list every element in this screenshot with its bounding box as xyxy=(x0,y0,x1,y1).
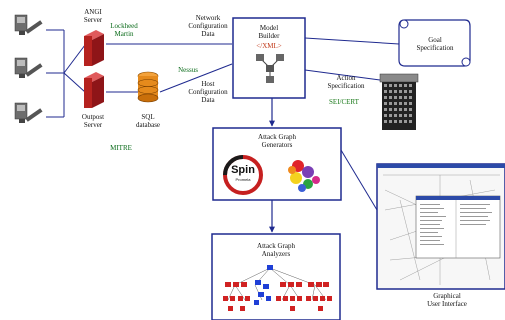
scroll-icon xyxy=(398,19,471,67)
network-config-label: Network Configuration Data xyxy=(188,14,228,38)
computer-icon xyxy=(14,57,43,78)
attack-graph-generator-label: Attack Graph Generators xyxy=(258,133,296,149)
host-config-line xyxy=(159,63,233,93)
sql-database-label: SQL database xyxy=(135,113,161,129)
server-icon xyxy=(84,72,104,108)
gui-screenshot-icon xyxy=(376,163,505,290)
sei-cert-label: SEI/CERT xyxy=(329,98,359,106)
database-icon xyxy=(137,71,159,103)
server-icon xyxy=(84,30,104,66)
model-builder-network-icon xyxy=(256,54,284,83)
mitre-label: MITRE xyxy=(110,144,132,152)
computer-icon xyxy=(14,102,43,123)
goal-spec-line xyxy=(304,37,400,45)
workstation-connectors xyxy=(46,29,86,118)
action-spec-label: Action Specification xyxy=(327,74,365,90)
model-builder-box xyxy=(232,17,306,99)
action-spec-line xyxy=(304,69,381,81)
attack-graph-tree-icon xyxy=(223,265,332,311)
gui-label: Graphical User Interface xyxy=(427,292,467,308)
analyzer-box xyxy=(211,233,341,320)
xml-tag-label: </XML> xyxy=(256,42,282,50)
computer-icon xyxy=(14,14,43,35)
model-builder-label: Model Builder xyxy=(258,24,280,40)
colored-graph-icon xyxy=(288,160,320,192)
goal-spec-label: Goal Specification xyxy=(416,36,454,52)
grid-keypad-icon xyxy=(379,73,419,130)
spin-logo-subtext: Promela xyxy=(235,177,251,182)
host-config-label: Host Configuration Data xyxy=(188,80,228,104)
generator-to-gui-line xyxy=(340,149,378,211)
attack-graph-analyzers-label: Attack Graph Analyzers xyxy=(257,242,295,258)
outpost-server-label: Outpost Server xyxy=(81,113,105,129)
spin-logo-icon xyxy=(223,155,263,195)
nessus-label: Nessus xyxy=(178,66,198,74)
lockheed-martin-label: Lockheed Martin xyxy=(110,22,138,38)
angi-server-label: ANGI Server xyxy=(83,8,103,24)
spin-logo-text: Spin xyxy=(231,164,255,176)
